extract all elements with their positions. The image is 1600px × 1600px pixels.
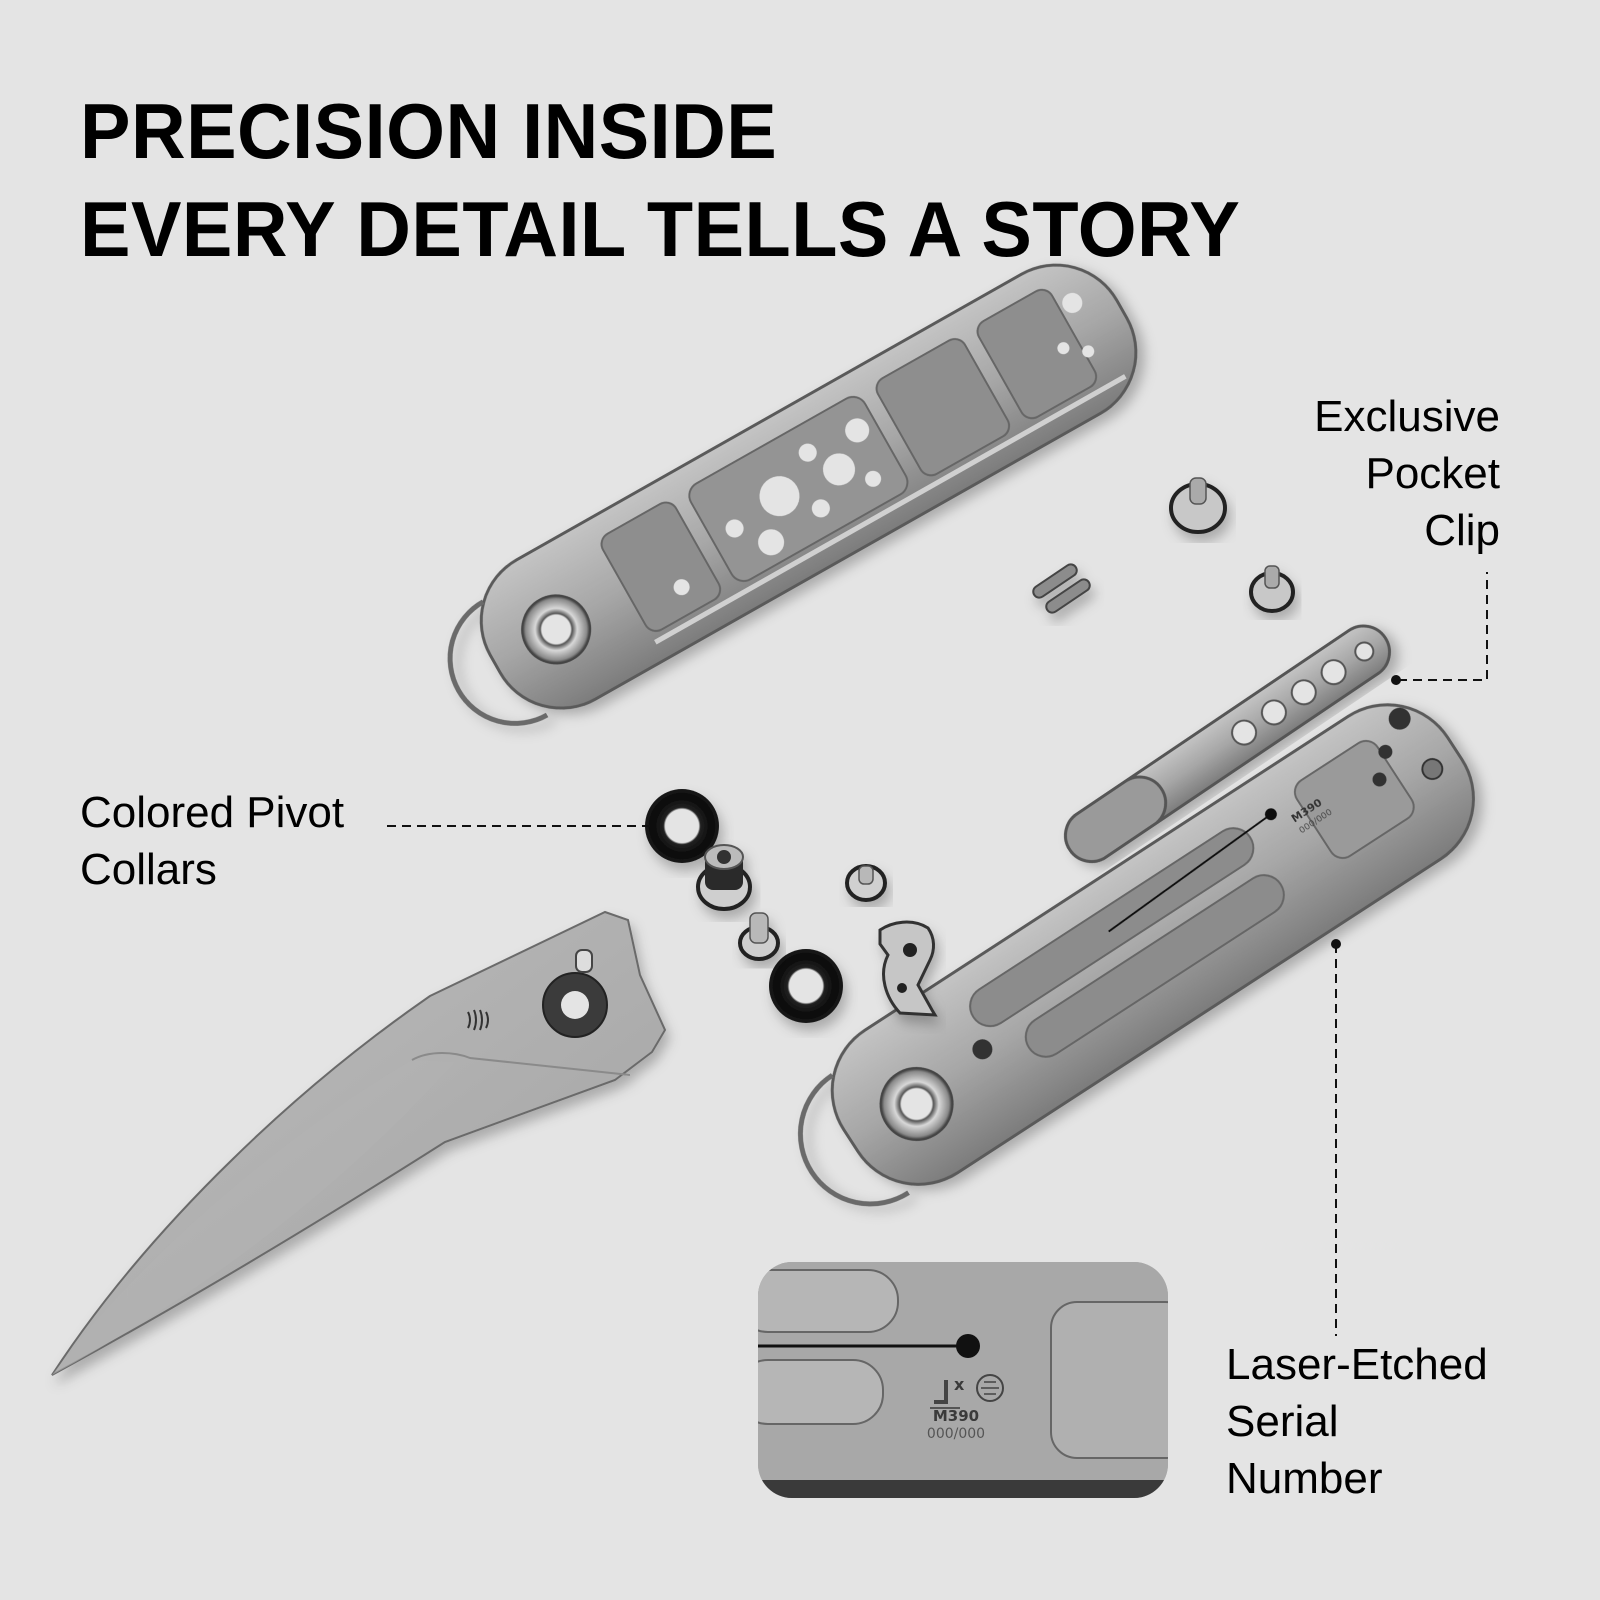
pocket-clip-leader [1398,572,1488,681]
pocket-clip [1064,624,1391,863]
collab-x: x [954,1375,965,1394]
brand-j-logo-icon [930,1380,960,1409]
lower-handle-scale: M390 000/000 [797,703,1475,1207]
serial-leader-dot [1331,939,1341,949]
serial-closeup-inset: x M390 000/000 [758,1262,1168,1498]
pins [1032,563,1091,614]
pivot-collar [645,789,719,863]
serial-number: 000/000 [926,1426,986,1442]
callout-pocket-clip: Exclusive Pocket Clip [1250,388,1500,559]
serial-closeup-art [758,1262,1168,1498]
callout-line: Clip [1424,506,1500,555]
brand-logo-icon [467,1009,489,1031]
callout-lines [387,572,1488,1336]
pocket-clip-leader-dot [1391,675,1401,685]
pivot-collar [769,949,843,1023]
callout-line: Collars [80,845,217,894]
callout-line: Serial [1226,1397,1339,1446]
small-screw [845,864,887,902]
page-title: PRECISION INSIDE EVERY DETAIL TELLS A ST… [80,82,1240,278]
callout-line: Laser-Etched [1226,1340,1488,1389]
clip-screw [1169,477,1227,534]
callout-line: Number [1226,1454,1383,1503]
headline-line-1: PRECISION INSIDE [80,87,778,175]
callout-line: Exclusive [1314,392,1500,441]
callout-pivot-collars: Colored Pivot Collars [80,784,344,898]
steel-type: M390 [932,1407,980,1425]
callout-serial-number: Laser-Etched Serial Number [1226,1336,1488,1507]
headline-line-2: EVERY DETAIL TELLS A STORY [80,185,1241,273]
upper-handle-scale [447,263,1138,726]
collab-seal-icon [976,1374,1004,1402]
callout-line: Pocket [1365,449,1500,498]
blade [51,910,667,1376]
lock-bar [878,920,938,1017]
pivot-screw [696,844,752,911]
callout-line: Colored Pivot [80,788,345,837]
standoff-screw [738,912,780,961]
clip-screw [1249,565,1295,613]
